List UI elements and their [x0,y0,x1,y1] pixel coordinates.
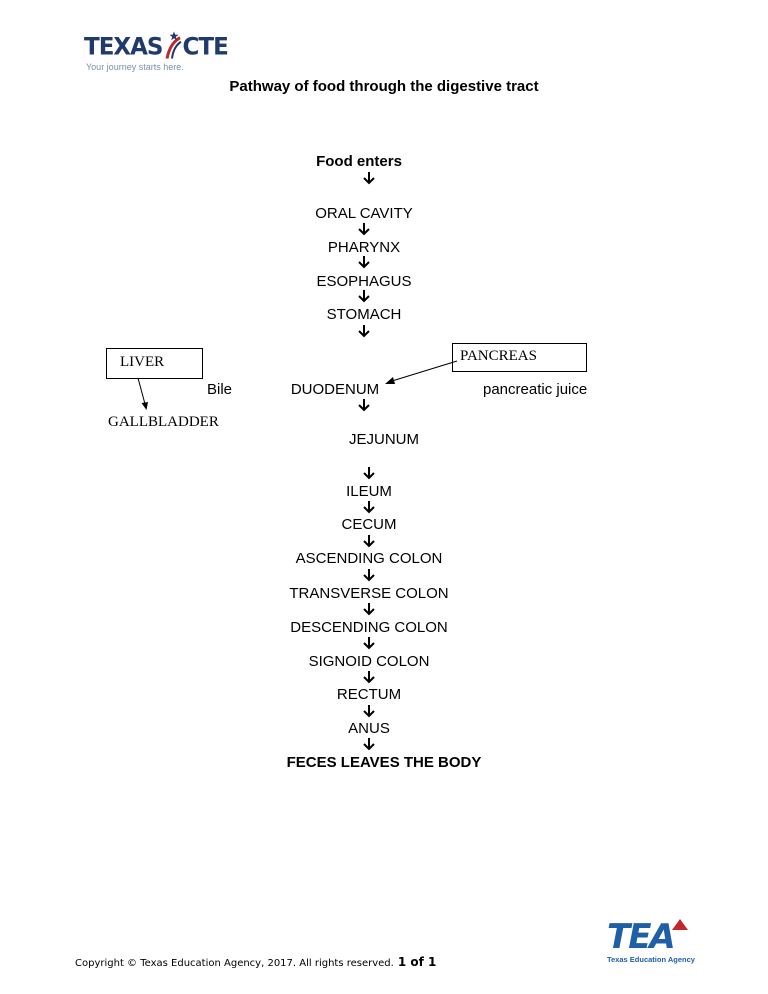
flow-pharynx: PHARYNX [327,239,401,256]
gallbladder-label: GALLBLADDER [108,414,219,430]
page-title: Pathway of food through the digestive tr… [229,78,539,95]
flow-rectum: RECTUM [336,686,402,703]
flow-end: FECES LEAVES THE BODY [286,754,482,771]
tea-mark: TEA [607,917,676,957]
flow-stomach: STOMACH [326,306,402,323]
flow-ascending-colon: ASCENDING COLON [295,550,443,567]
flow-oral-cavity: ORAL CAVITY [315,205,413,222]
down-arrow-icon [363,467,375,480]
flow-anus: ANUS [348,720,390,737]
pancreatic-juice-label: pancreatic juice [483,381,588,398]
pancreas-to-duodenum-arrow [385,360,458,384]
flow-descending-colon: DESCENDING COLON [290,619,448,636]
flow-cecum: CECUM [341,516,397,533]
star-swoosh-icon [165,31,182,59]
page-number: 1 of 1 [397,955,437,969]
flow-start: Food enters [316,153,402,170]
down-arrow-icon [363,172,375,185]
down-arrow-icon [363,637,375,650]
down-arrow-icon [363,535,375,548]
flow-ileum: ILEUM [346,483,392,500]
logo-tagline: Your journey starts here. [86,62,184,72]
flow-jejunum: JEJUNUM [349,431,419,448]
down-arrow-icon [363,603,375,616]
down-arrow-icon [363,671,375,684]
texas-cte-logo: TEXAS CTE Your journey starts here. [84,31,229,72]
tea-flag-icon [672,919,688,930]
pancreas-box: PANCREAS [452,343,587,372]
flow-esophagus: ESOPHAGUS [316,273,412,290]
flow-sigmoid-colon: SIGNOID COLON [308,653,430,670]
copyright-text: Copyright © Texas Education Agency, 2017… [75,958,394,969]
tea-name: Texas Education Agency [607,955,695,964]
logo-texas-word: TEXAS [84,33,163,61]
pancreas-label: PANCREAS [460,348,537,364]
down-arrow-icon [363,501,375,514]
down-arrow-icon [363,738,375,751]
tea-logo: TEA Texas Education Agency [607,920,695,964]
down-arrow-icon [358,325,370,338]
footer: Copyright © Texas Education Agency, 2017… [75,955,436,969]
down-arrow-icon [358,399,370,412]
liver-label: LIVER [120,354,165,370]
down-arrow-icon [358,290,370,303]
down-arrow-icon [358,223,370,236]
bile-label: Bile [207,381,233,398]
down-arrow-icon [358,256,370,269]
liver-to-gallbladder-arrow [137,377,148,410]
flow-transverse-colon: TRANSVERSE COLON [289,585,449,602]
down-arrow-icon [363,569,375,582]
liver-box: LIVER [106,348,203,379]
logo-cte-word: CTE [182,33,229,61]
flow-duodenum: DUODENUM [290,381,380,398]
down-arrow-icon [363,705,375,718]
